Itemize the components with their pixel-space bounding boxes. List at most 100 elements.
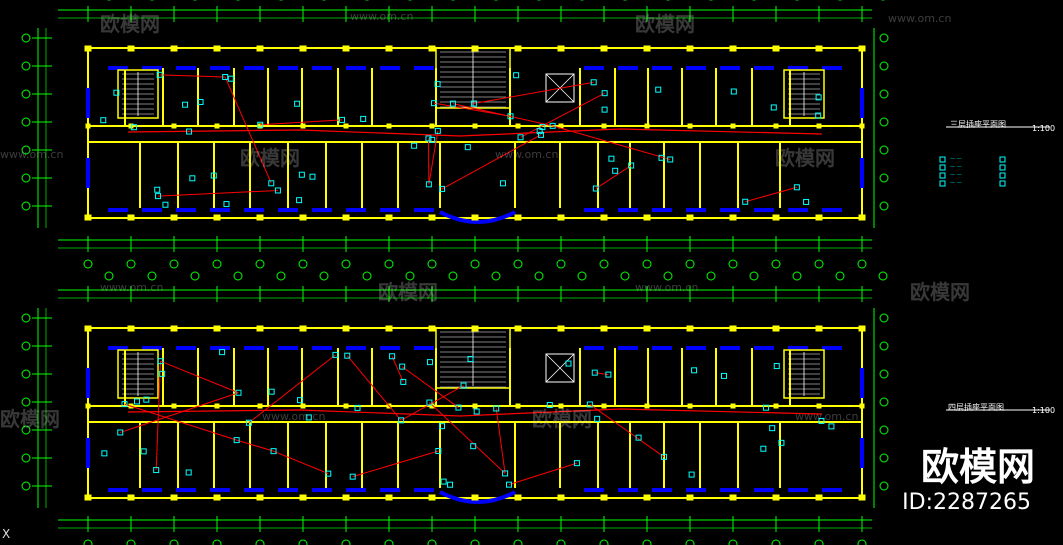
- socket-outlet: [185, 469, 192, 476]
- socket-outlet: [210, 172, 217, 179]
- socket-outlet: [467, 355, 474, 362]
- socket-outlet: [434, 81, 441, 88]
- axis-bubble: [879, 145, 889, 155]
- socket-outlet: [537, 131, 544, 138]
- axis-bubble: [21, 397, 31, 407]
- legend-row: — —: [950, 164, 962, 170]
- watermark-site: www.om.cn: [0, 148, 64, 161]
- socket-outlet: [464, 144, 471, 151]
- axis-bubble: [879, 61, 889, 71]
- column: [299, 214, 307, 221]
- column: [816, 123, 822, 129]
- axis-bubble: [21, 117, 31, 127]
- axis-bubble: [879, 173, 889, 183]
- column: [127, 214, 135, 221]
- socket-outlet: [298, 171, 305, 178]
- column: [299, 325, 307, 332]
- column: [815, 214, 823, 221]
- socket-outlet: [354, 404, 361, 411]
- column: [729, 45, 737, 52]
- socket-outlet: [565, 360, 572, 367]
- column: [686, 45, 694, 52]
- socket-outlet: [590, 79, 597, 86]
- column: [686, 325, 694, 332]
- column: [170, 214, 178, 221]
- axis-bubble: [879, 425, 889, 435]
- plan-scale-upper: 1:100: [1032, 124, 1056, 133]
- column: [815, 45, 823, 52]
- axis-bubble: [405, 271, 415, 281]
- column: [213, 494, 221, 501]
- axis-bubble: [879, 453, 889, 463]
- socket-outlet: [399, 363, 406, 370]
- axis-bubble: [83, 539, 93, 545]
- socket-outlet: [601, 90, 608, 97]
- column: [213, 214, 221, 221]
- column: [815, 494, 823, 501]
- plan-scale-lower: 1:100: [1032, 406, 1056, 415]
- column: [729, 494, 737, 501]
- socket-outlet: [159, 370, 166, 377]
- watermark-brand: 欧模网: [378, 280, 438, 304]
- axis-bubble: [470, 259, 480, 269]
- column: [343, 123, 349, 129]
- socket-outlet: [431, 100, 438, 107]
- column: [385, 45, 393, 52]
- axis-bubble: [814, 539, 824, 545]
- legend-symbol: [939, 164, 946, 171]
- column: [858, 45, 866, 52]
- socket-outlet: [189, 175, 196, 182]
- socket-outlet: [257, 121, 264, 128]
- axis-bubble: [212, 539, 222, 545]
- column: [471, 494, 479, 501]
- column: [514, 45, 522, 52]
- axis-bubble: [233, 271, 243, 281]
- axis-bubble: [620, 271, 630, 281]
- axis-bubble: [147, 271, 157, 281]
- socket-outlet: [162, 201, 169, 208]
- socket-outlet: [770, 104, 777, 111]
- watermark-brand: 欧模网: [775, 146, 835, 170]
- column: [859, 123, 865, 129]
- column: [600, 45, 608, 52]
- axis-bubble: [21, 33, 31, 43]
- wiring-trunk: [127, 128, 823, 137]
- socket-outlet: [219, 349, 226, 356]
- socket-outlet: [325, 470, 332, 477]
- socket-outlet: [730, 88, 737, 95]
- socket-outlet: [143, 396, 150, 403]
- entrance-arc: [439, 490, 516, 504]
- axis-bubble: [83, 259, 93, 269]
- socket-outlet: [117, 429, 124, 436]
- socket-outlet: [339, 116, 346, 123]
- wiring-run: [352, 450, 439, 478]
- axis-bubble: [878, 271, 888, 281]
- legend-row: — —: [950, 180, 962, 186]
- legend-symbol: [939, 156, 946, 163]
- column: [214, 123, 220, 129]
- axis-bubble: [599, 539, 609, 545]
- column: [84, 494, 92, 501]
- axis-bubble: [642, 259, 652, 269]
- legend-row: — —: [950, 172, 962, 178]
- wiring-run: [236, 439, 274, 452]
- column: [514, 325, 522, 332]
- socket-outlet: [223, 201, 230, 208]
- socket-outlet: [773, 363, 780, 370]
- column: [600, 214, 608, 221]
- socket-outlet: [763, 404, 770, 411]
- column: [84, 214, 92, 221]
- wiring-run: [155, 361, 161, 471]
- socket-outlet: [688, 471, 695, 478]
- column: [300, 403, 306, 409]
- axis-bubble: [362, 271, 372, 281]
- column: [342, 494, 350, 501]
- axis-bubble: [513, 259, 523, 269]
- socket-outlet: [140, 448, 147, 455]
- column: [171, 403, 177, 409]
- socket-outlet: [517, 134, 524, 141]
- legend-symbol: [999, 172, 1006, 179]
- socket-outlet: [660, 453, 667, 460]
- axis-bubble: [427, 539, 437, 545]
- column: [557, 214, 565, 221]
